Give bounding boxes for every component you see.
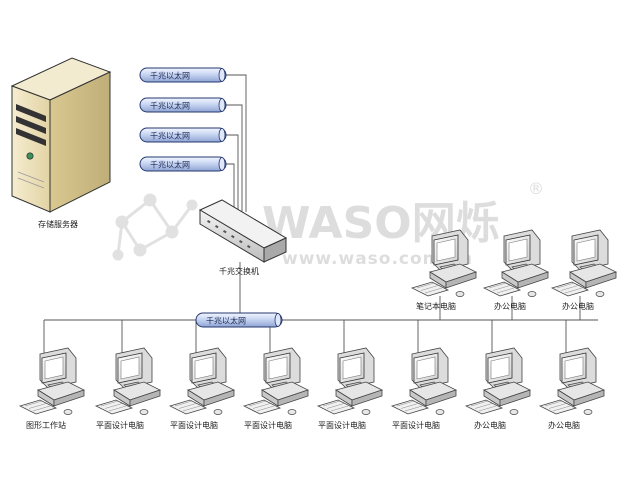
desktop-computer-icon xyxy=(95,347,161,415)
desktop-computer-icon xyxy=(465,347,531,415)
ethernet-pipe-1: 千兆以太网 xyxy=(139,67,227,83)
computer-node: 平面设计电脑 xyxy=(391,347,457,430)
switch-icon xyxy=(198,199,288,263)
desktop-computer-icon xyxy=(551,229,617,297)
computer-label: 平面设计电脑 xyxy=(96,420,144,430)
pipe-label: 千兆以太网 xyxy=(150,71,190,81)
computer-label: 平面设计电脑 xyxy=(244,420,292,430)
storage-server: 存储服务器 xyxy=(10,57,112,229)
switch-label: 千兆交换机 xyxy=(219,266,259,276)
computer-node: 图形工作站 xyxy=(19,347,85,430)
lower-computers: 图形工作站 平面设计电脑 平面设计电脑 平面设计电脑 平面设计电脑 平面设计电脑… xyxy=(19,347,605,430)
ethernet-pipe-3: 千兆以太网 xyxy=(139,127,227,143)
computer-label: 平面设计电脑 xyxy=(392,420,440,430)
ethernet-pipe-2: 千兆以太网 xyxy=(139,97,227,113)
desktop-computer-icon xyxy=(243,347,309,415)
workstation-computer-icon xyxy=(19,347,85,415)
computer-node: 平面设计电脑 xyxy=(169,347,235,430)
computer-label: 平面设计电脑 xyxy=(170,420,218,430)
server-icon xyxy=(10,57,112,213)
computer-label: 平面设计电脑 xyxy=(318,420,366,430)
watermark-registered: ® xyxy=(528,179,544,198)
pipe-label: 千兆以太网 xyxy=(150,131,190,141)
computer-node: 办公电脑 xyxy=(483,229,549,311)
molecule-logo-icon xyxy=(112,193,198,261)
computer-label: 图形工作站 xyxy=(26,420,66,430)
server-link-pipes: 千兆以太网 千兆以太网 千兆以太网 千兆以太网 xyxy=(139,67,227,172)
connection-lines xyxy=(43,74,598,356)
computer-node: 办公电脑 xyxy=(539,347,605,430)
backbone-label: 千兆以太网 xyxy=(206,316,246,326)
computer-node: 办公电脑 xyxy=(551,229,617,311)
gigabit-switch: 千兆交换机 xyxy=(198,199,288,276)
watermark: WASO网烁 ® www.waso.com.cn xyxy=(112,179,544,269)
computer-label: 办公电脑 xyxy=(562,301,594,311)
pipe-label: 千兆以太网 xyxy=(150,160,190,170)
ethernet-pipe-4: 千兆以太网 xyxy=(139,156,227,172)
computer-label: 笔记本电脑 xyxy=(416,301,456,311)
desktop-computer-icon xyxy=(391,347,457,415)
backbone-pipe: 千兆以太网 xyxy=(195,312,283,328)
computer-label: 办公电脑 xyxy=(548,420,580,430)
computer-label: 办公电脑 xyxy=(494,301,526,311)
pipe-label: 千兆以太网 xyxy=(150,101,190,111)
computer-node: 平面设计电脑 xyxy=(317,347,383,430)
computer-node: 笔记本电脑 xyxy=(411,229,477,311)
computer-label: 办公电脑 xyxy=(474,420,506,430)
desktop-computer-icon xyxy=(169,347,235,415)
server-label: 存储服务器 xyxy=(38,219,78,229)
upper-computers: 笔记本电脑 办公电脑 办公电脑 xyxy=(411,229,617,311)
desktop-computer-icon xyxy=(539,347,605,415)
computer-node: 平面设计电脑 xyxy=(95,347,161,430)
computer-node: 平面设计电脑 xyxy=(243,347,309,430)
desktop-computer-icon xyxy=(317,347,383,415)
watermark-url: www.waso.com.cn xyxy=(282,249,473,269)
computer-node: 办公电脑 xyxy=(465,347,531,430)
